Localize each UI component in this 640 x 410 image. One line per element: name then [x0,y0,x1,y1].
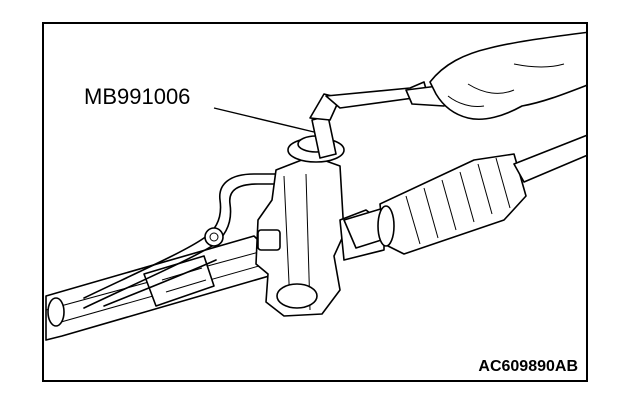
tool-callout-label: MB991006 [84,84,191,109]
rack-housing [45,235,277,341]
figure-code: AC609890AB [478,358,578,375]
special-tool [309,81,455,159]
pressure-lines [83,173,285,309]
hand [429,31,586,121]
steering-gear-illustration [45,31,586,341]
illustration-frame: MB991006 AC609890AB [42,22,588,382]
boot-and-tube [343,134,586,255]
